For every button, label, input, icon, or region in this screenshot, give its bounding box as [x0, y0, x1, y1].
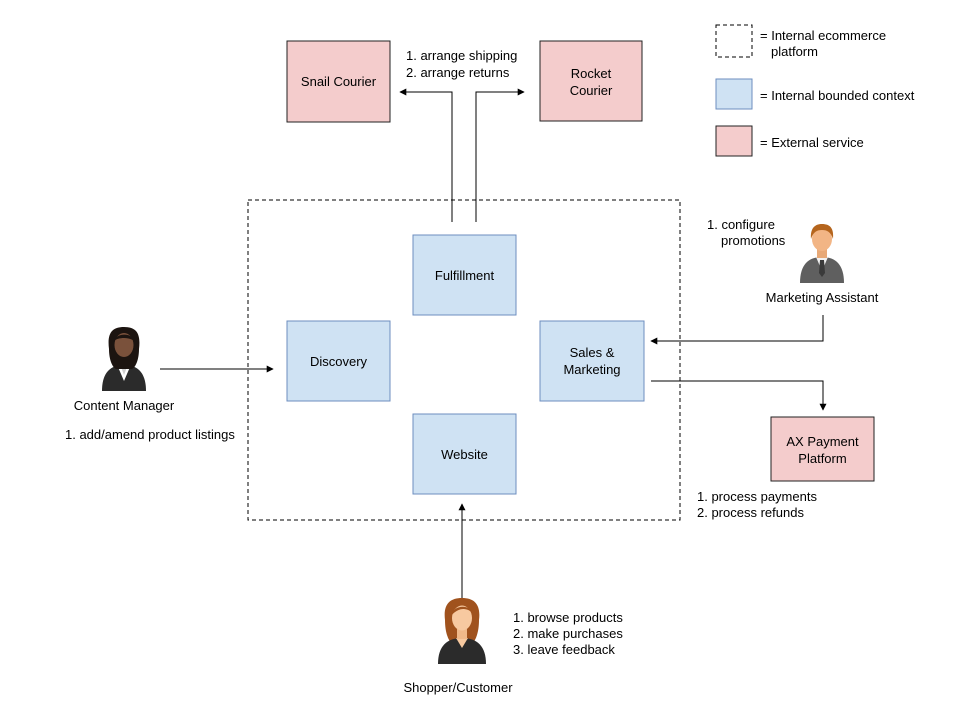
content-note-line-1: 1. add/amend product listings — [65, 427, 235, 442]
rocket-courier-label: Rocket — [571, 66, 612, 81]
content-manager-label: Content Manager — [74, 398, 175, 413]
content-note: 1. add/amend product listings — [65, 427, 235, 442]
discovery-label: Discovery — [310, 354, 368, 369]
shipping-note: 1. arrange shipping 2. arrange returns — [406, 48, 517, 80]
legend: = Internal ecommerce platform = Internal… — [715, 24, 915, 157]
legend-platform-label: = Internal ecommerce — [760, 28, 886, 43]
legend-context-swatch — [715, 78, 753, 110]
payments-note-line-2: 2. process refunds — [697, 505, 804, 520]
snail-courier-label: Snail Courier — [301, 74, 377, 89]
snail-courier-box: Snail Courier — [286, 40, 391, 123]
website-label: Website — [441, 447, 488, 462]
sales-marketing-label: Sales & — [570, 345, 615, 360]
arrow-fulfillment-to-snail — [399, 88, 453, 222]
legend-platform-swatch — [715, 24, 753, 58]
arrow-fulfillment-to-rocket — [475, 88, 525, 222]
legend-context-label: = Internal bounded context — [760, 88, 915, 103]
website-context: Website — [412, 413, 517, 495]
legend-external-swatch — [715, 125, 753, 157]
legend-external-label: = External service — [760, 135, 864, 150]
payments-note-line-1: 1. process payments — [697, 489, 817, 504]
arrow-marketing-assistant-to-sales — [650, 315, 824, 345]
sales-marketing-context: Sales & Marketing — [539, 320, 645, 402]
ax-payment-label: AX Payment — [786, 434, 859, 449]
shopper-note-line-2: 2. make purchases — [513, 626, 623, 641]
shopper-note-line-3: 3. leave feedback — [513, 642, 615, 657]
shopper-note-line-1: 1. browse products — [513, 610, 623, 625]
rocket-courier-box: Rocket Courier — [539, 40, 643, 122]
legend-platform-label-2: platform — [771, 44, 818, 59]
discovery-context: Discovery — [286, 320, 391, 402]
ecommerce-platform-boundary — [247, 199, 681, 521]
woman-avatar-icon — [438, 598, 486, 664]
businesswoman-avatar-icon — [102, 327, 146, 391]
ax-payment-label-2: Platform — [798, 451, 846, 466]
promotions-note-line-1: 1. configure — [707, 217, 775, 232]
sales-marketing-label-2: Marketing — [563, 362, 620, 377]
connectors — [160, 88, 827, 598]
promotions-note-line-2: promotions — [721, 233, 786, 248]
fulfillment-context: Fulfillment — [412, 234, 517, 316]
shopper-label: Shopper/Customer — [403, 680, 513, 695]
fulfillment-label: Fulfillment — [435, 268, 495, 283]
marketing-assistant-label: Marketing Assistant — [766, 290, 879, 305]
ax-payment-platform-box: AX Payment Platform — [770, 416, 875, 482]
shipping-note-line-1: 1. arrange shipping — [406, 48, 517, 63]
rocket-courier-label-2: Courier — [570, 83, 613, 98]
shopper-note: 1. browse products 2. make purchases 3. … — [513, 610, 623, 657]
shipping-note-line-2: 2. arrange returns — [406, 65, 510, 80]
payments-note: 1. process payments 2. process refunds — [697, 489, 817, 520]
arrow-sales-to-ax-payment — [651, 380, 827, 411]
promotions-note: 1. configure promotions — [707, 217, 786, 248]
businessman-avatar-icon — [800, 224, 844, 283]
